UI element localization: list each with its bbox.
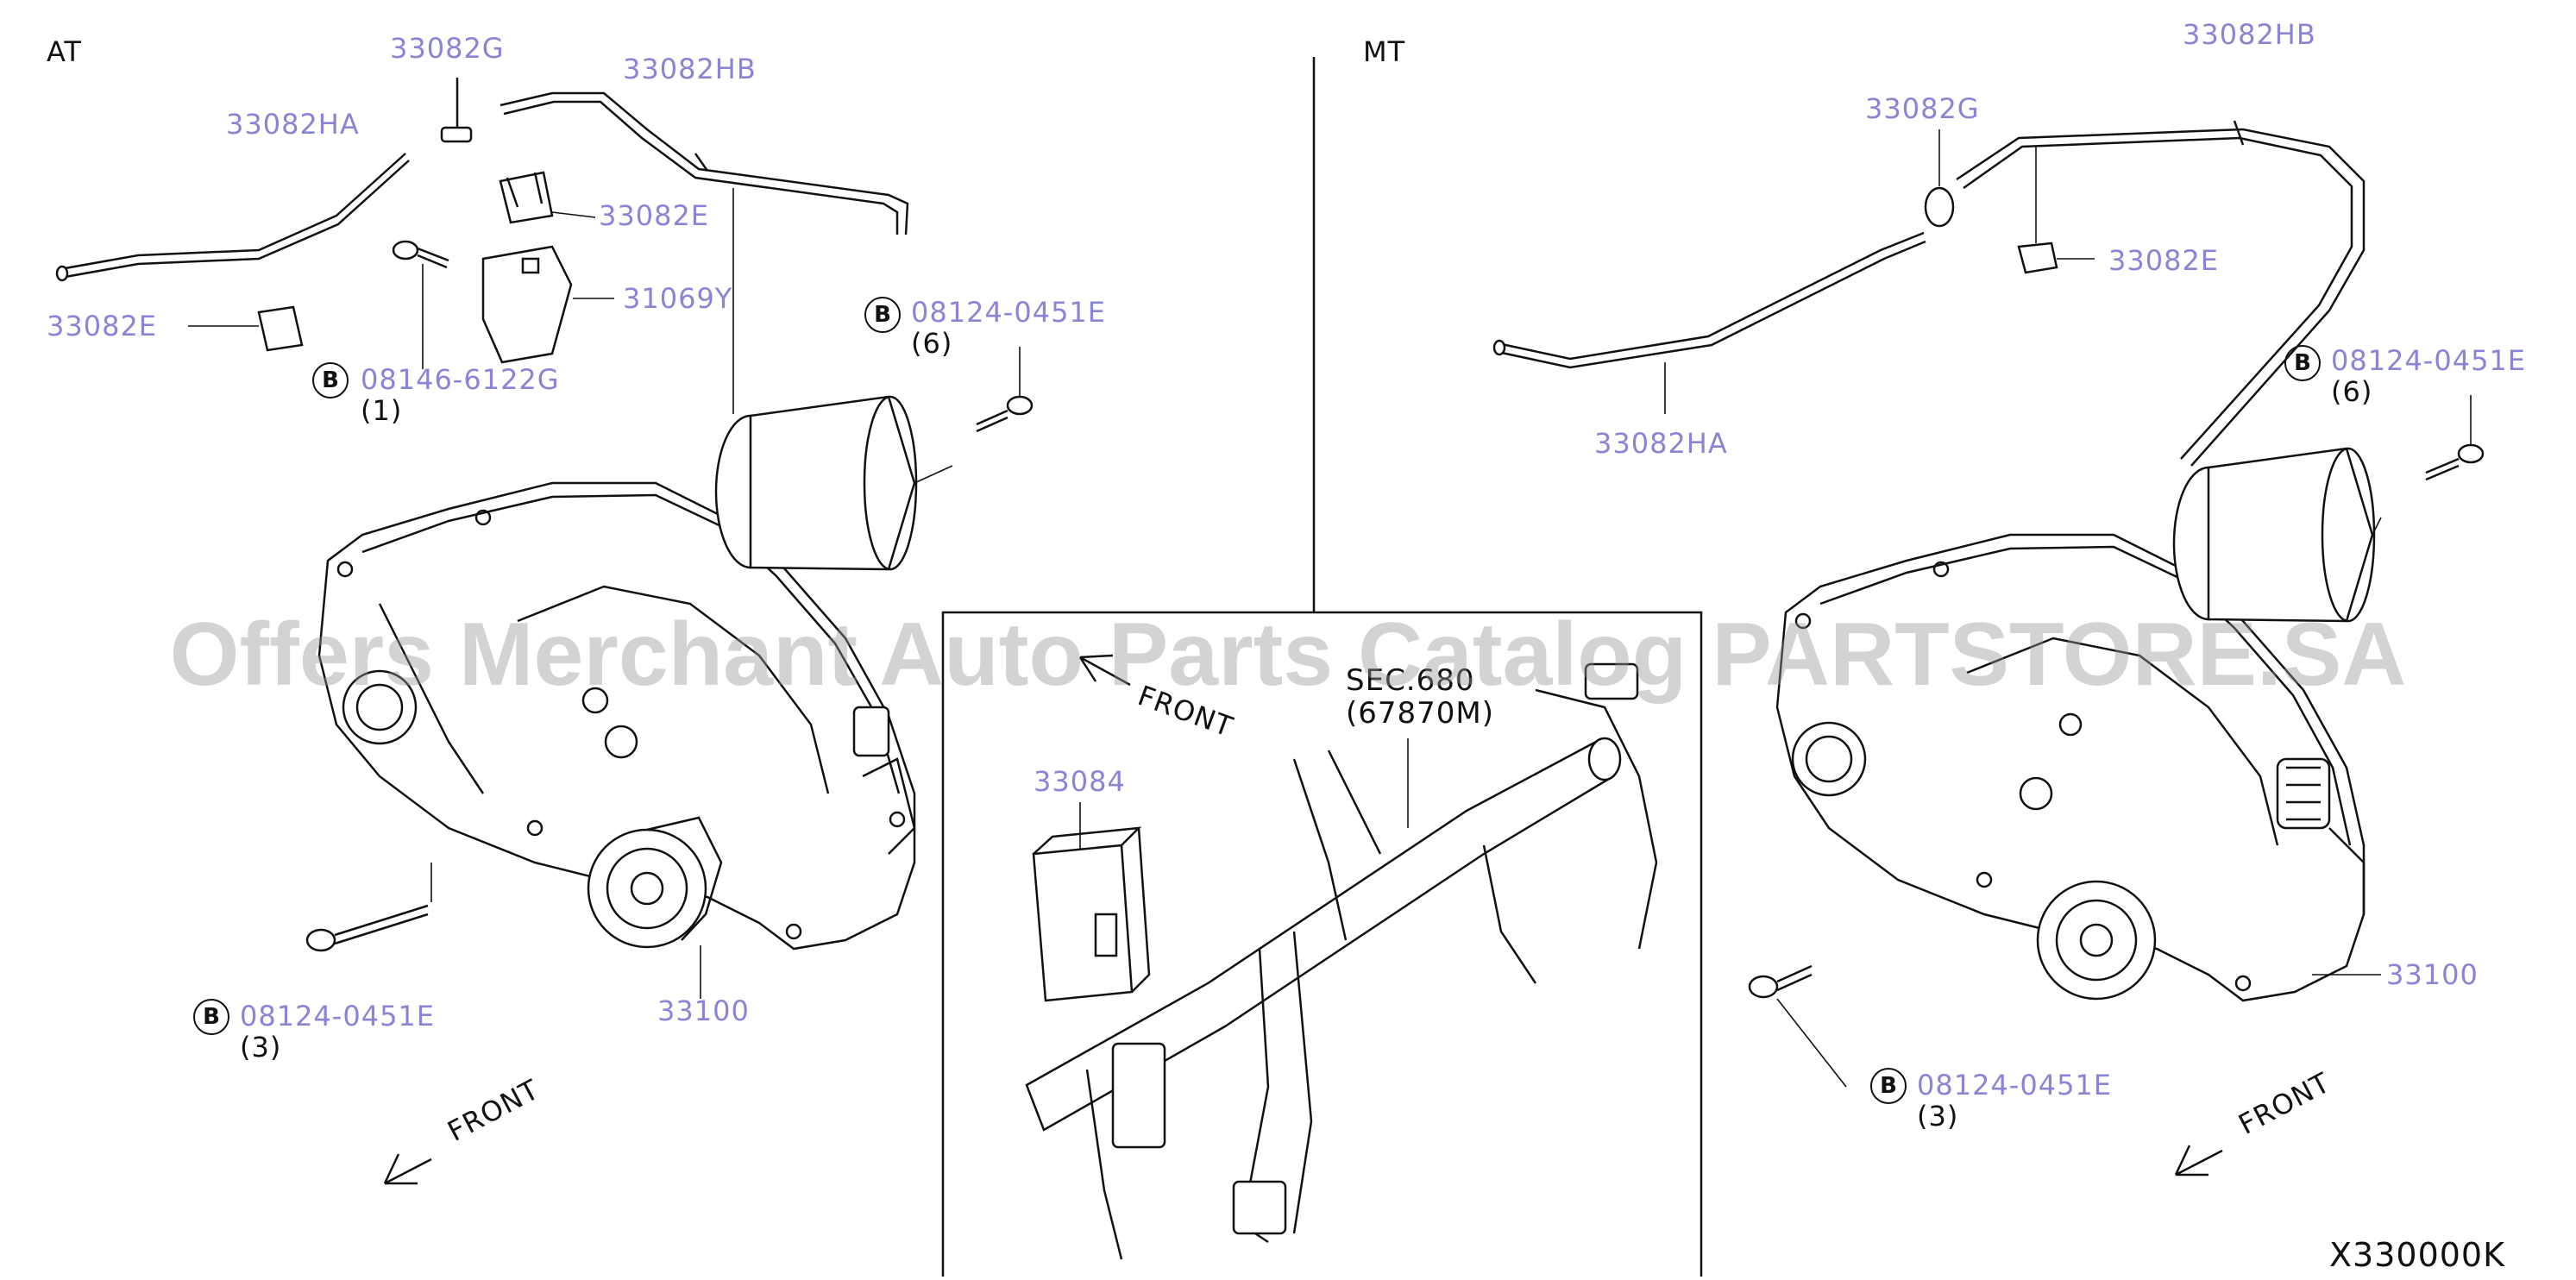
mt-clip-33082e bbox=[2017, 147, 2095, 274]
part-33082e-at-top[interactable]: 33082E bbox=[599, 199, 710, 232]
diagram-code: X330000K bbox=[2329, 1236, 2506, 1274]
at-transfer-case bbox=[317, 395, 953, 951]
part-33082hb-at[interactable]: 33082HB bbox=[623, 53, 757, 85]
mt-transfer-case bbox=[1775, 447, 2382, 1002]
part-33082ha-at[interactable]: 33082HA bbox=[226, 108, 360, 141]
section-ref-sec680[interactable]: SEC.680 bbox=[1346, 663, 1475, 698]
center-cross-member bbox=[1025, 662, 1658, 1260]
bolt-marker-b: B bbox=[1870, 1068, 1907, 1104]
center-module-33084 bbox=[1032, 826, 1151, 1002]
part-33082e-mt[interactable]: 33082E bbox=[2108, 244, 2220, 277]
center-front-arrow bbox=[1078, 654, 1131, 687]
at-bracket-31069y bbox=[481, 245, 614, 364]
qty-08124-mt-lower: (3) bbox=[1917, 1100, 1959, 1133]
at-bolt-08146 bbox=[392, 240, 449, 369]
part-31069y-at[interactable]: 31069Y bbox=[623, 282, 733, 315]
center-panel-frame bbox=[941, 611, 1703, 1277]
at-front-arrow bbox=[383, 1153, 432, 1185]
at-clip-33082e-left bbox=[188, 305, 304, 352]
part-33082ha-mt[interactable]: 33082HA bbox=[1594, 427, 1728, 460]
at-clip-33082e-top bbox=[499, 171, 596, 224]
mt-bolt-lower bbox=[1748, 964, 1847, 1088]
bolt-marker-b: B bbox=[312, 362, 349, 398]
qty-08124-mt-upper: (6) bbox=[2331, 375, 2373, 408]
at-bolt-upper bbox=[976, 347, 1034, 433]
part-33084[interactable]: 33084 bbox=[1034, 765, 1126, 798]
part-33100-mt[interactable]: 33100 bbox=[2386, 958, 2479, 991]
section-label-mt: MT bbox=[1363, 35, 1406, 68]
bolt-marker-b: B bbox=[193, 999, 229, 1035]
at-connector-33082g bbox=[440, 78, 473, 143]
mt-front-arrow bbox=[2174, 1145, 2223, 1176]
at-breather-tube-ha bbox=[55, 153, 410, 282]
part-33082e-at-left[interactable]: 33082E bbox=[47, 310, 158, 342]
bolt-marker-b: B bbox=[864, 297, 901, 333]
part-08146-6122g-at[interactable]: 08146-6122G bbox=[361, 363, 560, 396]
bolt-marker-b: B bbox=[2284, 345, 2321, 381]
watermark-text: Offers Merchant Auto Parts Catalog PARTS… bbox=[169, 605, 2407, 705]
part-33082g-mt[interactable]: 33082G bbox=[1865, 92, 1980, 125]
part-08124-0451e-at-upper[interactable]: 08124-0451E bbox=[911, 296, 1106, 329]
part-08124-0451e-mt-upper[interactable]: 08124-0451E bbox=[2331, 344, 2526, 377]
part-33100-at[interactable]: 33100 bbox=[657, 995, 750, 1027]
section-ref-67870m: (67870M) bbox=[1346, 696, 1495, 731]
section-label-at: AT bbox=[47, 35, 82, 68]
part-08124-0451e-at-lower[interactable]: 08124-0451E bbox=[240, 1000, 435, 1032]
qty-08146-at: (1) bbox=[361, 394, 403, 427]
part-08124-0451e-mt-lower[interactable]: 08124-0451E bbox=[1917, 1069, 2112, 1101]
at-breather-tube-hb bbox=[499, 91, 909, 235]
qty-08124-at-lower: (3) bbox=[240, 1031, 282, 1064]
qty-08124-at-upper: (6) bbox=[911, 327, 953, 360]
mt-breather-tube bbox=[1492, 120, 2366, 467]
mt-bolt-upper bbox=[2425, 395, 2485, 481]
part-33082g-at[interactable]: 33082G bbox=[390, 32, 505, 65]
part-33082hb-mt[interactable]: 33082HB bbox=[2183, 18, 2316, 51]
at-bolt-lower bbox=[305, 863, 432, 952]
